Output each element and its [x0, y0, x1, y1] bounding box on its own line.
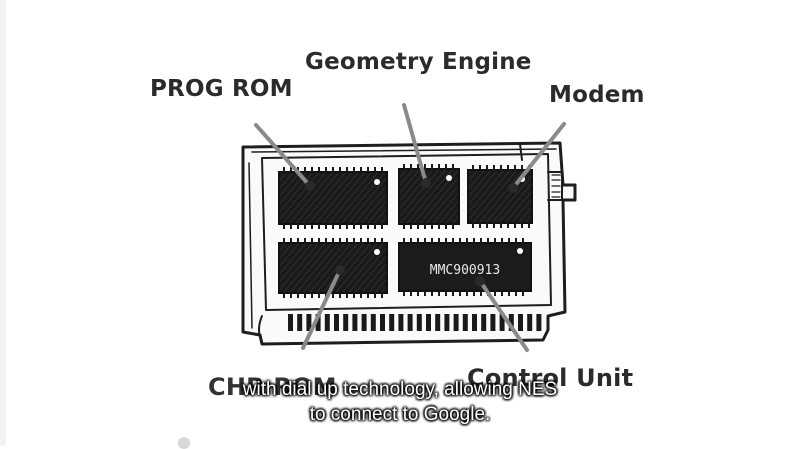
- connector-pin: [370, 314, 376, 331]
- connector-pin: [389, 314, 395, 331]
- control-unit-chip: MMC900913: [398, 242, 532, 292]
- connector-pin: [527, 314, 533, 331]
- geometry-engine-chip: [398, 168, 460, 225]
- connector-pin: [462, 314, 468, 331]
- label-chr-rom: CHR ROM: [208, 373, 337, 401]
- edge-connector: [288, 314, 542, 331]
- pointer-modem: [511, 122, 566, 190]
- connector-pin: [315, 314, 321, 331]
- label-control-unit: Control Unit: [467, 364, 634, 392]
- chips: MMC900913: [278, 164, 533, 298]
- pointer-prog-rom: [254, 123, 312, 188]
- connector-pin: [508, 314, 514, 331]
- corner-mark: [178, 437, 190, 449]
- modem-chip: [467, 169, 533, 224]
- frame-edge: [0, 0, 6, 446]
- pointer-lines: [254, 103, 566, 352]
- connector-pin: [490, 314, 496, 331]
- subtitle-line-1: with dial up technology, allowing NES: [242, 379, 558, 400]
- prog-rom-chip: [278, 171, 388, 225]
- video-subtitle: with dial up technology, allowing NES to…: [0, 377, 800, 427]
- pointer-chr-rom: [301, 268, 342, 350]
- connector-pin: [380, 314, 385, 331]
- subtitle-line-2: to connect to Google.: [309, 404, 491, 425]
- connector-pin: [407, 314, 413, 331]
- chip-legs: [283, 164, 530, 298]
- connector-pin: [306, 314, 312, 331]
- pointer-control-unit: [478, 279, 529, 352]
- pointer-geometry-engine: [402, 103, 428, 185]
- connector-pin: [472, 314, 477, 331]
- chip-marking: MMC900913: [430, 263, 500, 278]
- connector-pin: [361, 314, 367, 331]
- connector-pin: [453, 314, 459, 331]
- connector-pin: [444, 314, 450, 331]
- connector-pin: [398, 314, 404, 331]
- label-modem: Modem: [549, 82, 645, 108]
- connector-pin: [499, 314, 505, 331]
- label-geometry-engine: Geometry Engine: [305, 49, 532, 75]
- connector-pin: [324, 314, 330, 331]
- pointer-dots: [305, 178, 518, 286]
- connector-pin: [288, 314, 293, 331]
- connector-pin: [297, 314, 303, 331]
- connector-pin: [536, 314, 542, 331]
- connector-pin: [435, 314, 441, 331]
- connector-pin: [416, 314, 422, 331]
- connector-pin: [518, 314, 523, 331]
- connector-pin: [352, 314, 358, 331]
- connector-pin: [334, 314, 339, 331]
- label-prog-rom: PROG ROM: [150, 76, 293, 102]
- connector-pin: [426, 314, 431, 331]
- connector-pin: [481, 314, 487, 331]
- connector-pin: [343, 314, 349, 331]
